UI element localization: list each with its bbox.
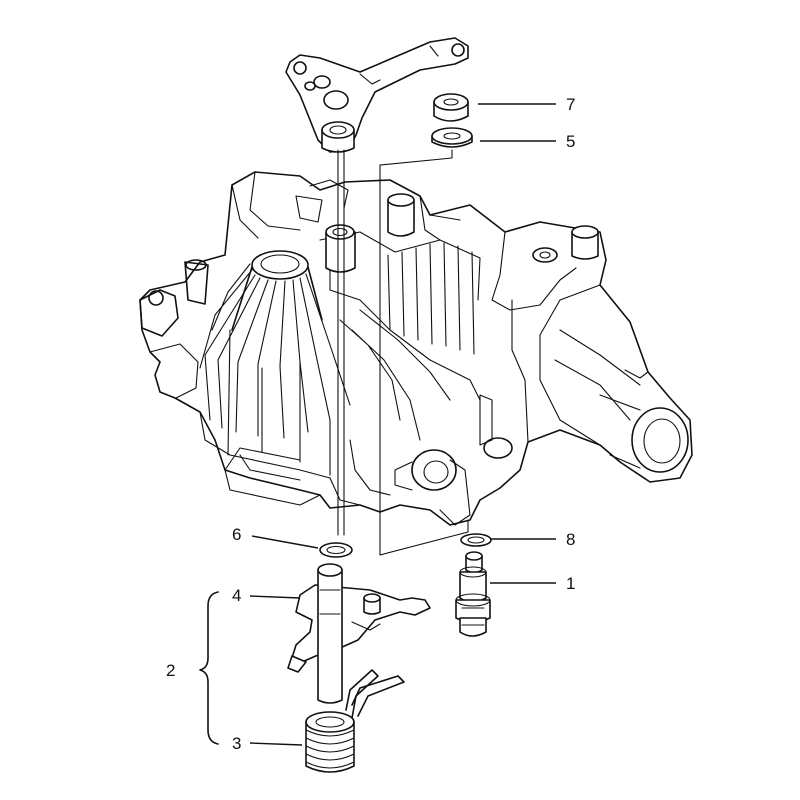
retaining-ring-part-6: [319, 542, 353, 558]
callout-2: 2: [166, 661, 175, 680]
callout-1: 1: [566, 574, 575, 593]
leader-lines: [249, 103, 556, 746]
control-arm: [285, 37, 469, 153]
callout-7: 8: [566, 530, 575, 549]
callout-6: 6: [232, 525, 241, 544]
callout-8: 7: [566, 95, 575, 114]
nut-part-8: [433, 93, 469, 122]
washer-part-5: [431, 127, 473, 148]
callout-4: 4: [232, 586, 241, 605]
callout-5: 5: [566, 132, 575, 151]
shaft-part-1: [455, 551, 491, 637]
callout-3: 3: [232, 734, 241, 753]
spring-part-3: [305, 669, 405, 773]
transaxle-housing: [139, 171, 693, 526]
shift-fork-part-4: [287, 563, 431, 704]
assembly-center-lines: [337, 149, 469, 556]
callout-labels: 7 5 6 8 1 4 2 3: [166, 95, 575, 753]
retaining-ring-part-7: [460, 533, 492, 547]
assembly-bracket: [199, 591, 219, 745]
